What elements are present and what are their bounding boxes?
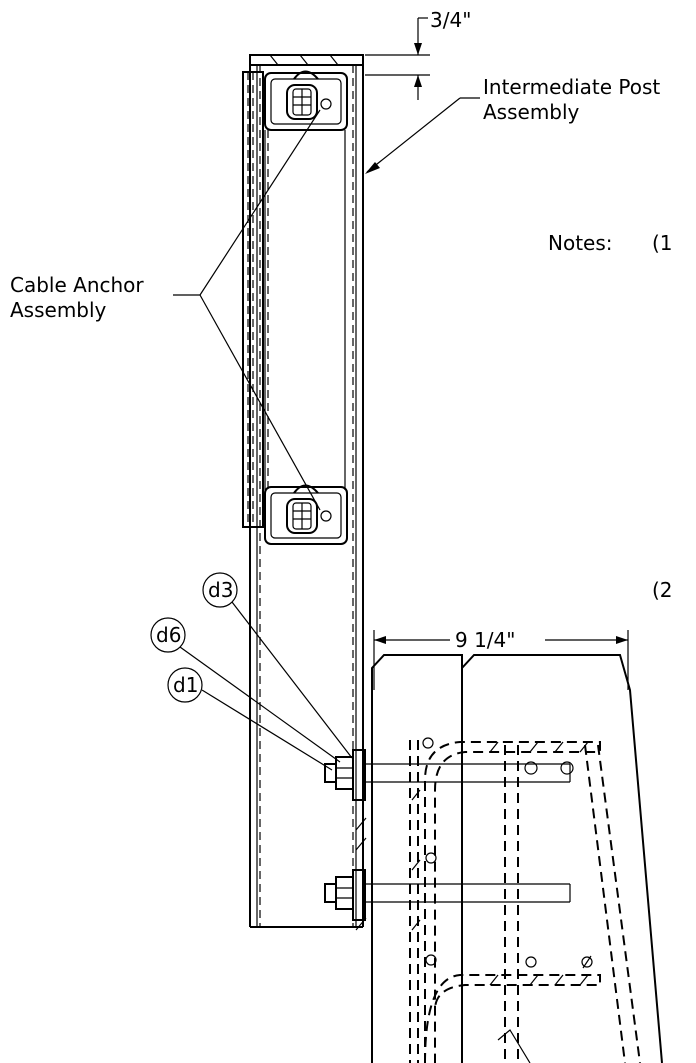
dimension-top-offset bbox=[365, 17, 430, 100]
note-1-marker: (1 bbox=[652, 231, 673, 255]
cable-anchor-top bbox=[264, 70, 348, 131]
callout-d1 bbox=[167, 667, 333, 771]
callout-d6-text: d6 bbox=[156, 623, 181, 647]
callout-d3-text: d3 bbox=[208, 578, 233, 602]
intermediate-post bbox=[242, 54, 364, 928]
intermediate-post-label-line2: Assembly bbox=[483, 100, 580, 124]
cable-anchor-bottom bbox=[264, 484, 348, 545]
note-2-marker: (2 bbox=[652, 578, 673, 602]
intermediate-post-leader bbox=[365, 97, 480, 174]
bolt-lower bbox=[324, 869, 571, 921]
dimension-width-text: 9 1/4" bbox=[455, 628, 515, 652]
dimension-top-offset-text: 3/4" bbox=[430, 8, 471, 32]
rebar-cage bbox=[409, 740, 641, 1063]
rebar-circles bbox=[422, 737, 593, 969]
cable-anchor-leader bbox=[173, 109, 321, 511]
intermediate-post-label: Intermediate Post bbox=[483, 75, 660, 99]
callout-d1-text: d1 bbox=[173, 673, 198, 697]
callout-d3 bbox=[202, 572, 353, 759]
notes-label: Notes: bbox=[548, 231, 613, 255]
concrete-barrier bbox=[355, 654, 663, 1063]
cable-anchor-label: Cable Anchor bbox=[10, 273, 144, 297]
callout-d6 bbox=[150, 617, 341, 763]
cable-anchor-label-line2: Assembly bbox=[10, 298, 107, 322]
